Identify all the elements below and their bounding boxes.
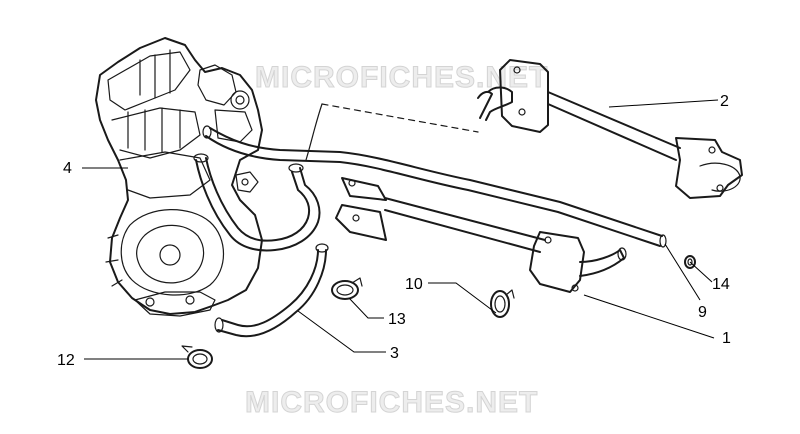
reference-connector	[305, 103, 323, 161]
watermark-bottom: MICROFICHES.NET	[245, 386, 538, 419]
pipe-assembly-2	[477, 59, 743, 199]
engine-breather-hose	[193, 153, 321, 252]
leader-14	[689, 261, 713, 283]
leader-3	[297, 310, 386, 353]
nut-14	[684, 255, 696, 269]
label-10: 10	[405, 276, 423, 293]
label-14: 14	[712, 276, 730, 293]
watermark-top: MICROFICHES.NET	[255, 61, 548, 94]
pipe-9	[202, 125, 667, 248]
label-9: 9	[698, 304, 707, 321]
label-12: 12	[57, 352, 75, 369]
leader-1	[583, 294, 715, 339]
reference-dashed-line	[321, 103, 479, 133]
hose-3	[214, 243, 329, 338]
leader-2	[608, 99, 719, 108]
engine-assembly	[95, 37, 263, 317]
leader-10	[428, 282, 497, 314]
label-4: 4	[63, 160, 72, 177]
label-2: 2	[720, 93, 729, 110]
label-13: 13	[388, 311, 406, 328]
pipe-assembly-1	[335, 177, 627, 293]
label-1: 1	[722, 330, 731, 347]
clamp-13	[331, 277, 363, 300]
label-3: 3	[390, 345, 399, 362]
leader-13	[348, 297, 384, 319]
leader-9	[664, 243, 701, 301]
clamp-12	[181, 345, 213, 369]
clamp-10	[490, 289, 515, 318]
